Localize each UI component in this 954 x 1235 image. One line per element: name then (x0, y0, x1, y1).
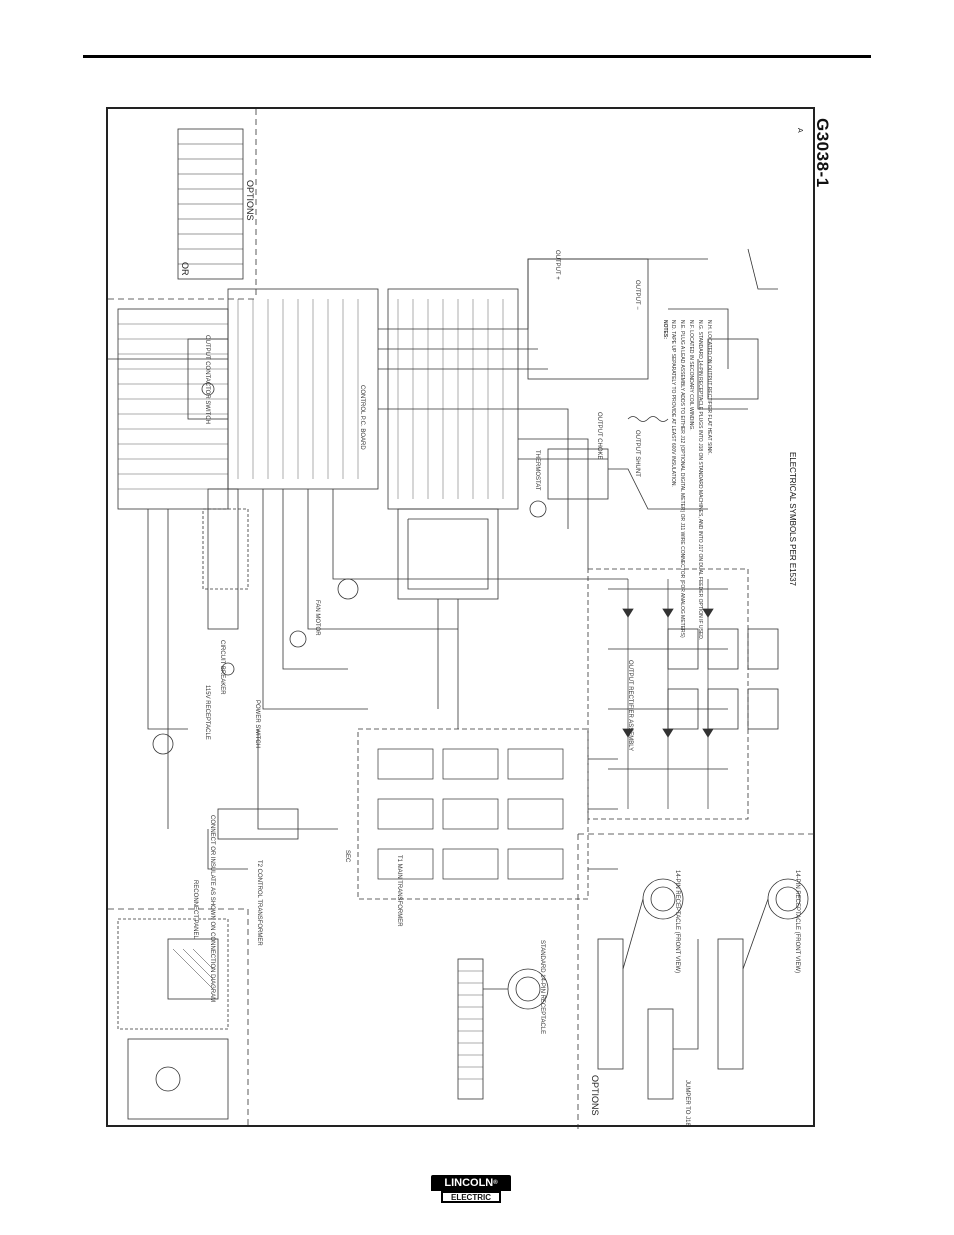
receptacle-14pin-b-label: 14-PIN RECEPTACLE (FRONT VIEW) (794, 870, 800, 974)
note-item: N.F. LOCATED IN SECONDARY COIL WINDING. (688, 320, 694, 431)
power-switch-label: POWER SWITCH (254, 700, 260, 748)
wiring-diagram-sheet (106, 107, 817, 1129)
control-transformer-label: T2 CONTROL TRANSFORMER (256, 860, 262, 946)
drawing-number: G3038-1 (813, 118, 832, 188)
lincoln-electric-logo: LINCOLN® ELECTRIC (431, 1175, 511, 1205)
output-plus-label: OUTPUT + (554, 250, 560, 280)
or-label: OR (180, 262, 190, 276)
output-rectifier-label: OUTPUT RECTIFIER ASSEMBLY (627, 660, 633, 752)
logo-bottom-text: ELECTRIC (441, 1191, 501, 1203)
output-shunt-label: OUTPUT SHUNT (634, 430, 640, 477)
wiring-diagram-drawing (108, 109, 817, 1129)
logo-registered-mark: ® (493, 1180, 498, 1186)
logo-top-text: LINCOLN (444, 1177, 494, 1189)
note-item: N.G. STANDARD 14-PIN RECEPTACLE PLUGS IN… (697, 320, 703, 641)
note-item: N.E. PLUG A LEAD ASSEMBLY ADDS TO EITHER… (679, 320, 685, 638)
output-minus-label: OUTPUT − (634, 280, 640, 310)
header-rule (83, 55, 871, 58)
fan-motor-label: FAN MOTOR (314, 600, 320, 636)
output-contactor-switch-label: OUTPUT CONTACTOR SWITCH (204, 335, 210, 424)
reconnect-panel-label: RECONNECT PANEL (192, 880, 198, 939)
options-label-bottom: OPTIONS (590, 1075, 600, 1116)
receptacle-115v-label: 115V RECEPTACLE (204, 685, 210, 740)
note-item: N.D. TAPE UP SEPARATELY TO PROVIDE AT LE… (670, 320, 676, 487)
options-label-top: OPTIONS (245, 180, 255, 221)
jumper-label: JUMPER TO J18 (684, 1080, 690, 1126)
main-transformer-label: T1 MAIN TRANSFORMER (396, 855, 402, 927)
receptacle-14pin-standard-label: STANDARD 14-PIN RECEPTACLE (539, 940, 545, 1035)
notes-heading: NOTES: (662, 320, 668, 339)
note-item: N.H. LOCATED ON OUTPUT RECTIFIER FLAT HE… (706, 320, 712, 456)
symbols-reference: ELECTRICAL SYMBOLS PER E1537 (788, 452, 797, 586)
sec-label: SEC (344, 850, 350, 863)
logo-top-banner: LINCOLN® (431, 1175, 511, 1191)
connect-note-label: CONNECT OR INSULATE AS SHOWN ON CONNECTI… (209, 815, 215, 1003)
output-choke-label: OUTPUT CHOKE (596, 412, 602, 460)
revision-mark: A (796, 128, 803, 133)
receptacle-14pin-a-label: 14-PIN RECEPTACLE (FRONT VIEW) (674, 870, 680, 974)
control-board-label: CONTROL P.C. BOARD (359, 385, 365, 450)
thermostat-label: THERMOSTAT (534, 450, 540, 491)
circuit-breaker-label: CIRCUIT BREAKER (219, 640, 225, 695)
